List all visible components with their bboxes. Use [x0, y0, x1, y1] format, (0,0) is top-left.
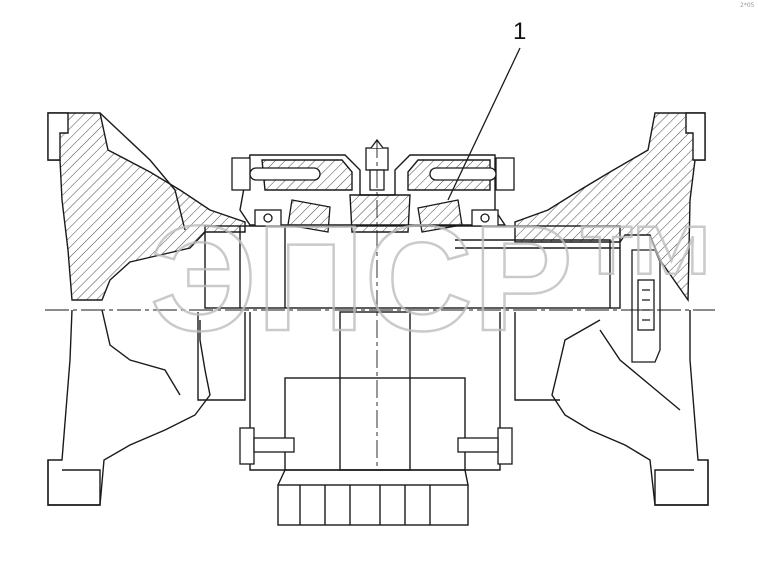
top-bolts [231, 157, 515, 191]
left-housing-section [47, 112, 246, 301]
watermark: ЭПСР™ [150, 194, 723, 362]
bearings [254, 199, 499, 233]
callout-label-1: 1 [513, 18, 527, 45]
left-housing-lower [47, 309, 246, 506]
shaft-tube [204, 225, 621, 309]
corner-mark: 2*05 [740, 2, 755, 9]
right-housing-lower [514, 310, 709, 506]
right-housing-section [514, 112, 706, 303]
lower-bolts [239, 427, 513, 465]
hub-nut [631, 249, 661, 363]
callout-leader-line [447, 47, 521, 201]
lower-body [249, 311, 501, 526]
